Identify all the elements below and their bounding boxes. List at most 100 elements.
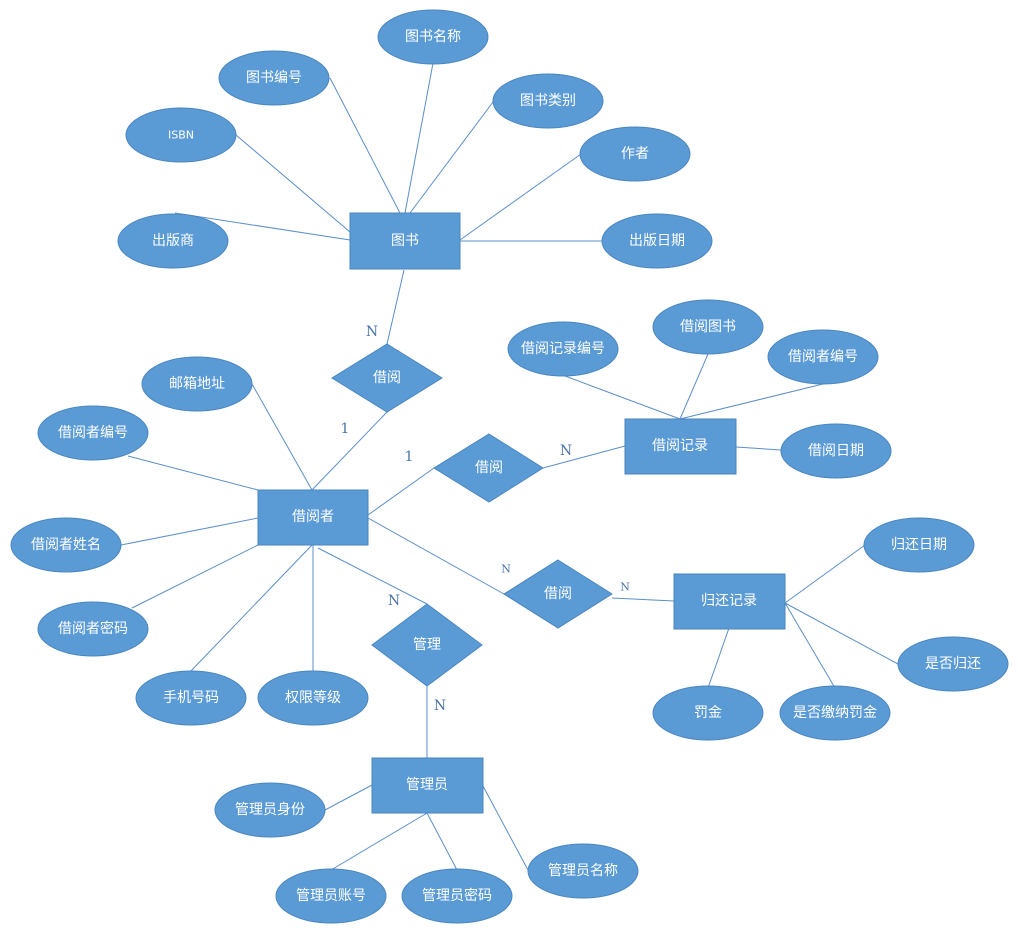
edge-book-id <box>329 77 401 214</box>
attr-record-id[interactable] <box>507 321 619 377</box>
edge-reader-record-rel <box>367 467 435 516</box>
attr-permission[interactable] <box>257 670 369 726</box>
relationships: 借阅 借阅 借阅 管理 <box>331 343 613 687</box>
attr-reader-id-label: 借阅者编号 <box>58 425 128 441</box>
cardinality-return-side: N <box>620 581 630 594</box>
attr-admin-password[interactable] <box>401 868 513 924</box>
attr-fine-label: 罚金 <box>694 705 722 721</box>
cardinality-record-side: N <box>560 443 572 459</box>
entity-admin[interactable] <box>371 757 484 814</box>
entity-return-record-label: 归还记录 <box>701 592 757 609</box>
entities: 图书 借阅者 借阅记录 归还记录 管理员 <box>257 212 786 814</box>
attr-is-returned[interactable] <box>897 636 1009 692</box>
edge-return-fine <box>707 627 730 689</box>
attr-borrow-date-label: 借阅日期 <box>808 443 864 459</box>
relation-borrow-record-label: 借阅 <box>475 460 503 476</box>
attr-isbn[interactable] <box>125 107 237 163</box>
edge-record-rel-record <box>542 445 626 469</box>
attr-admin-account[interactable] <box>275 868 387 924</box>
relation-borrow-book[interactable] <box>331 343 443 413</box>
attr-reader-name[interactable] <box>10 517 122 573</box>
edge-book-borrow <box>386 269 405 345</box>
attr-publisher[interactable] <box>117 213 229 269</box>
edge-admin-account <box>330 812 428 871</box>
entity-reader-label: 借阅者 <box>292 509 334 525</box>
attr-admin-password-label: 管理员密码 <box>422 887 492 904</box>
attr-borrowed-book-label: 借阅图书 <box>680 319 736 335</box>
attr-is-returned-label: 是否归还 <box>925 655 981 672</box>
attr-reader-name-label: 借阅者姓名 <box>31 537 101 553</box>
attr-reader-password[interactable] <box>37 601 149 657</box>
entity-borrow-record[interactable] <box>624 418 737 475</box>
attr-book-id[interactable] <box>218 50 330 106</box>
attributes: 图书名称 图书编号 图书类别 ISBN 作者 出版商 出版日期 借阅记录编号 借… <box>10 9 1009 924</box>
edge-reader-id <box>127 455 259 491</box>
attr-reader-id[interactable] <box>37 405 149 461</box>
attr-author[interactable] <box>579 126 691 182</box>
edge-reader-password <box>131 544 259 609</box>
edge-reader-return-rel <box>367 517 505 595</box>
attr-borrow-date[interactable] <box>780 423 892 479</box>
attr-book-name[interactable] <box>377 9 489 65</box>
attr-fine[interactable] <box>652 685 764 741</box>
cardinality-reader-record-side: 1 <box>405 449 414 465</box>
relation-borrow-book-label: 借阅 <box>373 370 401 386</box>
entity-return-record[interactable] <box>673 573 786 630</box>
entity-admin-label: 管理员 <box>406 777 448 793</box>
edge-admin-identity <box>324 784 373 811</box>
attr-author-label: 作者 <box>621 146 649 162</box>
attr-publisher-label: 出版商 <box>152 233 194 249</box>
attr-publish-date[interactable] <box>601 213 713 269</box>
edge-book-publisher <box>174 212 351 241</box>
edge-record-date <box>735 446 782 451</box>
cardinality-reader-manage-side: N <box>388 593 400 609</box>
attr-permission-label: 权限等级 <box>285 689 341 706</box>
edge-book-name <box>404 62 434 214</box>
entity-book-label: 图书 <box>391 233 419 249</box>
attr-phone-label: 手机号码 <box>163 690 219 706</box>
entity-reader[interactable] <box>257 489 369 546</box>
entity-book[interactable] <box>349 212 461 270</box>
edge-book-category <box>409 101 494 214</box>
attr-phone[interactable] <box>135 670 247 726</box>
attr-fine-paid[interactable] <box>779 685 891 741</box>
edge-record-id <box>564 375 681 420</box>
relation-return[interactable] <box>503 559 613 629</box>
relation-borrow-record[interactable] <box>433 433 544 503</box>
relation-return-label: 借阅 <box>544 586 572 602</box>
attr-borrowed-book[interactable] <box>652 299 764 355</box>
attr-record-reader-id-label: 借阅者编号 <box>788 349 858 365</box>
attr-book-name-label: 图书名称 <box>405 29 461 45</box>
edge-book-isbn <box>235 134 351 233</box>
attr-email-label: 邮箱地址 <box>169 376 225 392</box>
attr-admin-name-label: 管理员名称 <box>548 863 618 879</box>
cardinality-book-side: N <box>366 324 378 340</box>
attr-record-id-label: 借阅记录编号 <box>521 341 605 357</box>
edge-return-date <box>784 544 866 604</box>
edge-borrow-reader <box>311 411 388 491</box>
attr-book-category-label: 图书类别 <box>520 93 576 109</box>
attr-email[interactable] <box>141 356 253 412</box>
cardinality-reader-return-side: N <box>501 563 511 576</box>
edge-admin-password <box>426 812 458 871</box>
cardinality-reader-borrow-side: 1 <box>341 421 350 437</box>
attr-book-category[interactable] <box>492 73 604 129</box>
relation-manage[interactable] <box>371 603 483 687</box>
edge-book-author <box>459 153 582 241</box>
attr-record-reader-id[interactable] <box>767 329 879 385</box>
cardinalities: N 1 1 N N N N N <box>341 324 631 714</box>
relation-manage-label: 管理 <box>413 637 441 653</box>
attr-admin-name[interactable] <box>527 843 639 899</box>
attr-return-date[interactable] <box>863 517 975 573</box>
attr-return-date-label: 归还日期 <box>891 536 947 553</box>
edge-record-reader-id <box>679 383 824 420</box>
attr-publish-date-label: 出版日期 <box>629 233 685 249</box>
edge-reader-email <box>251 383 313 491</box>
edge-reader-name <box>120 517 259 546</box>
attr-fine-paid-label: 是否缴纳罚金 <box>793 705 877 721</box>
attr-admin-identity-label: 管理员身份 <box>235 802 305 818</box>
edge-return-is-returned <box>784 602 899 665</box>
attr-admin-identity[interactable] <box>214 782 326 838</box>
entity-borrow-record-label: 借阅记录 <box>652 438 708 454</box>
